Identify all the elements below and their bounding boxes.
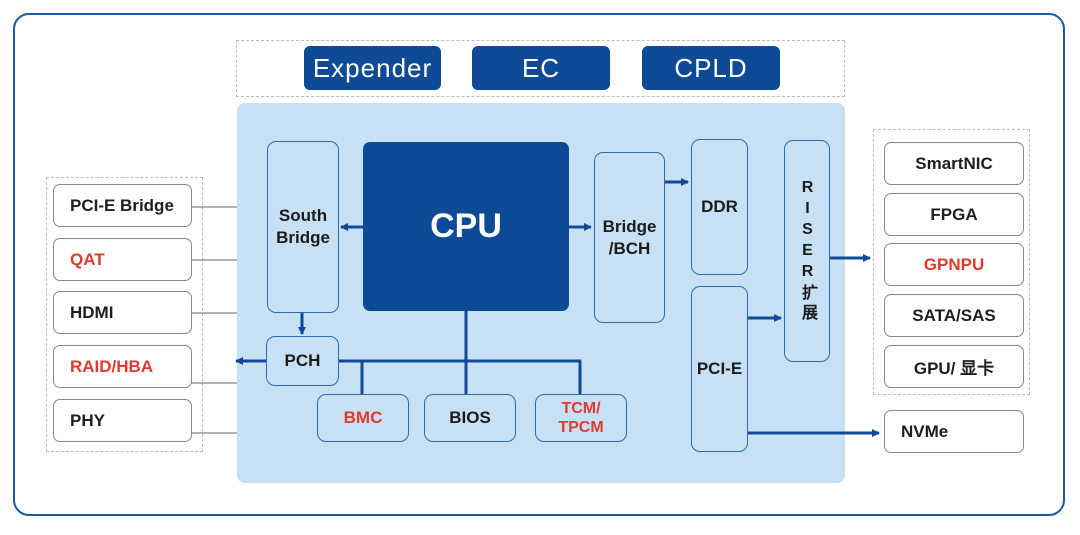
ddr-block: DDR: [691, 139, 748, 275]
fpga-box: FPGA: [884, 193, 1024, 236]
right-device-group: [873, 129, 1030, 395]
top-controller-group: [236, 40, 845, 97]
cpld-box: CPLD: [642, 46, 780, 90]
tcm-tpcm-block: TCM/ TPCM: [535, 394, 627, 442]
sata-sas-box: SATA/SAS: [884, 294, 1024, 337]
nvme-box: NVMe: [884, 410, 1024, 453]
phy-box: PHY: [53, 399, 192, 442]
bridge-bch-block: Bridge /BCH: [594, 152, 665, 323]
pcie-bridge-box: PCI-E Bridge: [53, 184, 192, 227]
pci-e-block: PCI-E: [691, 286, 748, 452]
qat-box: QAT: [53, 238, 192, 281]
riser-label: RISER扩展: [799, 178, 816, 324]
riser-block: RISER扩展: [784, 140, 830, 362]
raid-hba-box: RAID/HBA: [53, 345, 192, 388]
ec-box: EC: [472, 46, 610, 90]
bios-block: BIOS: [424, 394, 516, 442]
hdmi-box: HDMI: [53, 291, 192, 334]
gpu-box: GPU/ 显卡: [884, 345, 1024, 388]
smartnic-box: SmartNIC: [884, 142, 1024, 185]
gpnpu-box: GPNPU: [884, 243, 1024, 286]
pch-block: PCH: [266, 336, 339, 386]
left-device-group: [46, 177, 203, 452]
cpu-block: CPU: [363, 142, 569, 311]
south-bridge-block: South Bridge: [267, 141, 339, 313]
outer-frame: [13, 13, 1065, 516]
bmc-block: BMC: [317, 394, 409, 442]
expender-box: Expender: [304, 46, 441, 90]
